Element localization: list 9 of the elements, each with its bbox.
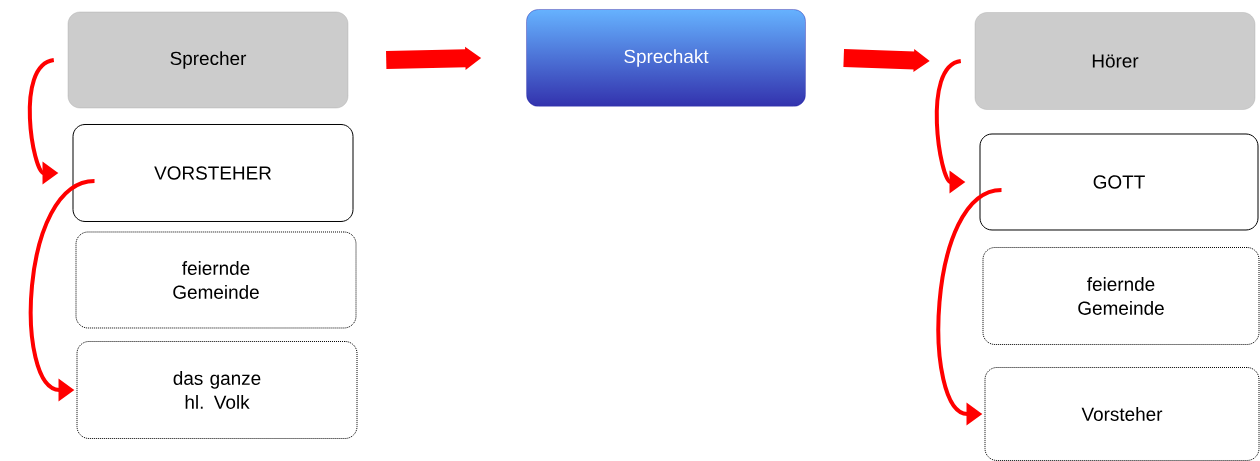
process-box: Sprechakt — [526, 9, 806, 107]
alternative-box: das ganze hl. Volk — [76, 341, 358, 439]
role-box: VORSTEHER — [72, 124, 354, 222]
alternative-box: Vorsteher — [984, 367, 1260, 461]
role-box: Hörer — [974, 12, 1256, 110]
role-box: Sprecher — [67, 11, 349, 109]
alternative-box: feiernde Gemeinde — [982, 247, 1260, 345]
alternative-box: feiernde Gemeinde — [75, 231, 357, 329]
role-box: GOTT — [979, 133, 1259, 231]
